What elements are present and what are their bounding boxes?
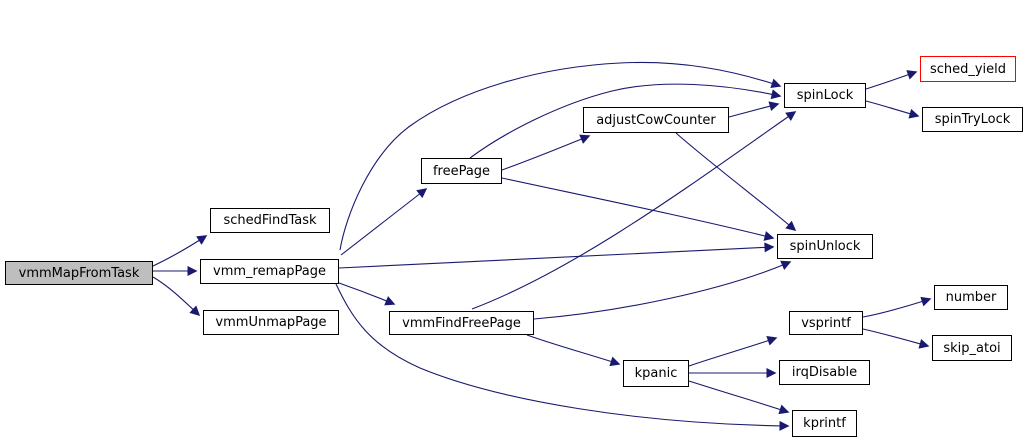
node-label: vmm_remapPage bbox=[213, 264, 326, 279]
node-label: vsprintf bbox=[801, 315, 851, 331]
node-label: kprintf bbox=[803, 416, 846, 431]
node-sched_yield[interactable]: sched_yield bbox=[920, 56, 1016, 82]
node-skip_atoi[interactable]: skip_atoi bbox=[932, 335, 1012, 361]
edge-kpanic-to-vsprintf bbox=[688, 336, 778, 367]
node-label: adjustCowCounter bbox=[596, 112, 716, 128]
edge-freePage-to-adjustCowCounter bbox=[501, 134, 591, 171]
node-kprintf[interactable]: kprintf bbox=[792, 410, 857, 437]
node-label: irqDisable bbox=[791, 365, 858, 380]
node-number[interactable]: number bbox=[934, 285, 1008, 310]
edge-adjustCowCounter-to-spinUnlock bbox=[675, 132, 797, 231]
edge-freePage-to-spinLock bbox=[469, 83, 782, 159]
node-irqDisable[interactable]: irqDisable bbox=[779, 360, 870, 385]
node-label: spinUnlock bbox=[789, 239, 861, 254]
edge-freePage-to-spinUnlock bbox=[501, 177, 775, 241]
node-vmmUnmapPage[interactable]: vmmUnmapPage bbox=[203, 310, 339, 335]
node-label: vmmFindFreePage bbox=[402, 315, 521, 331]
node-adjustCowCounter[interactable]: adjustCowCounter bbox=[583, 107, 729, 133]
node-label: vmmUnmapPage bbox=[215, 315, 327, 330]
node-label: number bbox=[945, 290, 997, 305]
node-vmmMapFromTask: vmmMapFromTask bbox=[5, 261, 153, 285]
edge-vmmMapFromTask-to-schedFindTask bbox=[152, 235, 208, 267]
node-spinUnlock[interactable]: spinUnlock bbox=[777, 234, 873, 259]
node-label: vmmMapFromTask bbox=[18, 265, 140, 281]
node-freePage[interactable]: freePage bbox=[421, 158, 502, 184]
node-label: sched_yield bbox=[929, 61, 1007, 77]
node-spinTryLock[interactable]: spinTryLock bbox=[922, 107, 1023, 132]
node-label: spinTryLock bbox=[934, 112, 1011, 127]
edge-vmm_remapPage-to-kprintf bbox=[335, 283, 790, 431]
edge-vmmFindFreePage-to-spinLock bbox=[471, 111, 797, 310]
node-vsprintf[interactable]: vsprintf bbox=[789, 311, 863, 335]
edge-vmmMapFromTask-to-vmmUnmapPage bbox=[152, 276, 201, 317]
edge-spinLock-to-sched_yield bbox=[865, 70, 918, 90]
node-label: freePage bbox=[432, 163, 491, 179]
node-label: skip_atoi bbox=[943, 340, 1001, 356]
edge-adjustCowCounter-to-spinLock bbox=[728, 101, 780, 118]
edge-spinLock-to-spinTryLock bbox=[865, 100, 920, 119]
edge-vmmFindFreePage-to-spinUnlock bbox=[533, 260, 792, 320]
edge-group bbox=[152, 61, 932, 431]
edge-vmm_remapPage-to-freePage bbox=[340, 188, 428, 256]
node-vmm_remapPage[interactable]: vmm_remapPage bbox=[200, 259, 339, 284]
edge-vmm_remapPage-to-spinLock bbox=[339, 61, 782, 251]
edge-vsprintf-to-skip_atoi bbox=[862, 328, 930, 349]
node-label: spinLock bbox=[796, 88, 854, 103]
node-kpanic[interactable]: kpanic bbox=[623, 360, 689, 387]
edge-vmm_remapPage-to-vmmFindFreePage bbox=[338, 282, 396, 306]
edge-vmm_remapPage-to-spinUnlock bbox=[338, 242, 775, 269]
edge-kpanic-to-kprintf bbox=[688, 380, 790, 415]
node-spinLock[interactable]: spinLock bbox=[784, 83, 866, 108]
node-label: kpanic bbox=[634, 366, 678, 381]
node-vmmFindFreePage[interactable]: vmmFindFreePage bbox=[389, 311, 534, 335]
edge-vmmFindFreePage-to-kpanic bbox=[526, 334, 621, 367]
node-schedFindTask[interactable]: schedFindTask bbox=[210, 208, 330, 233]
node-label: schedFindTask bbox=[223, 213, 317, 228]
edge-vsprintf-to-number bbox=[862, 296, 932, 318]
